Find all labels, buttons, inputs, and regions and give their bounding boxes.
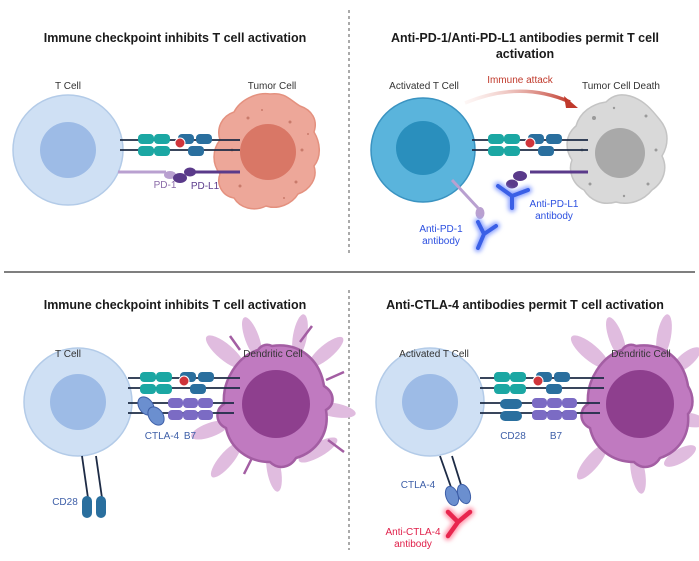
label-dendritic-cell: Dendritic Cell bbox=[243, 349, 303, 360]
panel-top-left bbox=[12, 92, 320, 210]
tcr-mhc-complex bbox=[120, 134, 240, 156]
dendritic-cell-right-nucleus bbox=[606, 370, 674, 438]
t-cell-nucleus bbox=[40, 122, 96, 178]
label-anti-ctla4-line2: antibody bbox=[394, 539, 432, 550]
label-ctla4-right: CTLA-4 bbox=[400, 480, 436, 491]
pd1-with-antibody bbox=[450, 178, 500, 252]
label-pdl1: PD-L1 bbox=[190, 181, 220, 192]
tcr-mhc-complex-activated bbox=[472, 134, 588, 156]
pd1-pdl1-interaction bbox=[118, 167, 240, 183]
activated-t-cell-bottom-nucleus bbox=[402, 374, 458, 430]
immune-attack-arrow bbox=[464, 89, 571, 105]
label-pd1: PD-1 bbox=[153, 180, 177, 191]
activated-t-cell-nucleus bbox=[396, 121, 450, 175]
title-top-right-line2: activation bbox=[495, 47, 555, 61]
label-activated-t-cell: Activated T Cell bbox=[389, 81, 459, 92]
label-cd28: CD28 bbox=[52, 497, 78, 508]
label-ctla4: CTLA-4 bbox=[144, 431, 180, 442]
anti-pdl1-antibody bbox=[494, 182, 532, 212]
tumor-cell-granules bbox=[230, 109, 309, 199]
label-tumor-cell: Tumor Cell bbox=[247, 81, 297, 92]
label-b7-right: B7 bbox=[549, 431, 563, 442]
title-bottom-left: Immune checkpoint inhibits T cell activa… bbox=[43, 298, 307, 312]
dendritic-cell-nucleus bbox=[242, 370, 310, 438]
anti-ctla4-antibody bbox=[443, 507, 475, 541]
panel-bottom-left bbox=[23, 314, 356, 518]
title-top-right-line1: Anti-PD-1/Anti-PD-L1 antibodies permit T… bbox=[390, 31, 660, 45]
tcr-mhc-complex-bottom bbox=[128, 372, 240, 394]
cd28-b7-interaction bbox=[480, 398, 600, 421]
label-anti-pd1-line2: antibody bbox=[422, 236, 460, 247]
label-anti-pd1-line1: Anti-PD-1 bbox=[419, 224, 463, 235]
pdl1-with-antibody bbox=[494, 170, 588, 212]
cd28-receptor bbox=[81, 455, 106, 518]
panel-bottom-right bbox=[375, 314, 699, 541]
label-anti-pdl1-line2: antibody bbox=[535, 211, 573, 222]
label-t-cell: T Cell bbox=[55, 81, 81, 92]
label-immune-attack: Immune attack bbox=[487, 75, 553, 86]
immune-attack-arrowhead bbox=[564, 96, 578, 108]
label-cd28-right: CD28 bbox=[500, 431, 526, 442]
t-cell-bottom-nucleus bbox=[50, 374, 106, 430]
label-dendritic-cell-right: Dendritic Cell bbox=[611, 349, 671, 360]
label-anti-pdl1-line1: Anti-PD-L1 bbox=[529, 199, 579, 210]
anti-pd1-antibody bbox=[474, 218, 500, 252]
title-top-left: Immune checkpoint inhibits T cell activa… bbox=[43, 31, 307, 45]
title-bottom-right: Anti-CTLA-4 antibodies permit T cell act… bbox=[386, 298, 664, 312]
label-t-cell-bottom: T Cell bbox=[55, 349, 81, 360]
dendritic-cell-dendrites bbox=[191, 314, 356, 492]
ctla4-with-antibody bbox=[439, 455, 475, 541]
panel-top-right bbox=[370, 89, 668, 252]
label-anti-ctla4-line1: Anti-CTLA-4 bbox=[385, 527, 441, 538]
tumor-cell-nucleus bbox=[240, 124, 296, 180]
ctla4-b7-interaction bbox=[128, 396, 234, 426]
label-tumor-cell-death: Tumor Cell Death bbox=[582, 81, 660, 92]
tcr-mhc-complex-bottom-right bbox=[480, 372, 604, 394]
label-b7: B7 bbox=[183, 431, 197, 442]
dead-tumor-cell-nucleus bbox=[595, 128, 645, 178]
label-activated-t-cell-bottom: Activated T Cell bbox=[399, 349, 469, 360]
